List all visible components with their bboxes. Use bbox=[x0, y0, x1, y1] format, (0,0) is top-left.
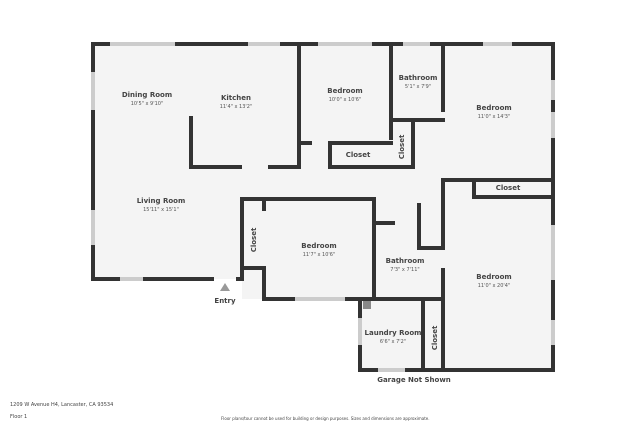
garage-note: Garage Not Shown bbox=[377, 376, 451, 384]
room-label: Bathroom bbox=[399, 74, 438, 82]
room-dims: 10'0" x 10'6" bbox=[329, 97, 362, 103]
room-label: Kitchen bbox=[221, 94, 251, 102]
room-dims: 11'4" x 13'2" bbox=[220, 104, 253, 110]
room-label: Bedroom bbox=[301, 242, 336, 250]
room-dims: 15'11" x 15'1" bbox=[143, 207, 179, 213]
room-label: Laundry Room bbox=[365, 329, 422, 337]
room-label: Dining Room bbox=[122, 91, 172, 99]
entry-arrow-icon bbox=[220, 283, 230, 291]
room-label: Bedroom bbox=[476, 104, 511, 112]
closet-label: Closet bbox=[431, 325, 439, 350]
closet-label: Closet bbox=[496, 184, 521, 192]
entry-label: Entry bbox=[214, 297, 236, 305]
closet-label: Closet bbox=[250, 227, 258, 252]
address: 1209 W Avenue H4, Lancaster, CA 93534 bbox=[10, 402, 114, 408]
closet-label: Closet bbox=[346, 151, 371, 159]
room-dims: 11'0" x 14'3" bbox=[478, 114, 511, 120]
room-dims: 6'6" x 7'2" bbox=[380, 339, 406, 345]
room-label: Living Room bbox=[137, 197, 186, 205]
room-label: Bedroom bbox=[327, 87, 362, 95]
room-dims: 11'7" x 10'6" bbox=[303, 252, 336, 258]
closet-label: Closet bbox=[398, 134, 406, 159]
room-label: Bathroom bbox=[386, 257, 425, 265]
room-dims: 5'1" x 7'9" bbox=[405, 84, 431, 90]
windows bbox=[91, 42, 555, 372]
room-dims: 11'0" x 20'4" bbox=[478, 283, 511, 289]
room-dims: 10'5" x 9'10" bbox=[131, 101, 164, 107]
room-dims: 7'3" x 7'11" bbox=[390, 267, 419, 273]
floor-fill bbox=[93, 44, 553, 370]
room-label: Bedroom bbox=[476, 273, 511, 281]
floor-label: Floor 1 bbox=[10, 414, 28, 420]
walls bbox=[91, 42, 555, 372]
chimney-block bbox=[363, 301, 371, 309]
disclaimer: Floor plans/tour cannot be used for buil… bbox=[221, 416, 430, 421]
